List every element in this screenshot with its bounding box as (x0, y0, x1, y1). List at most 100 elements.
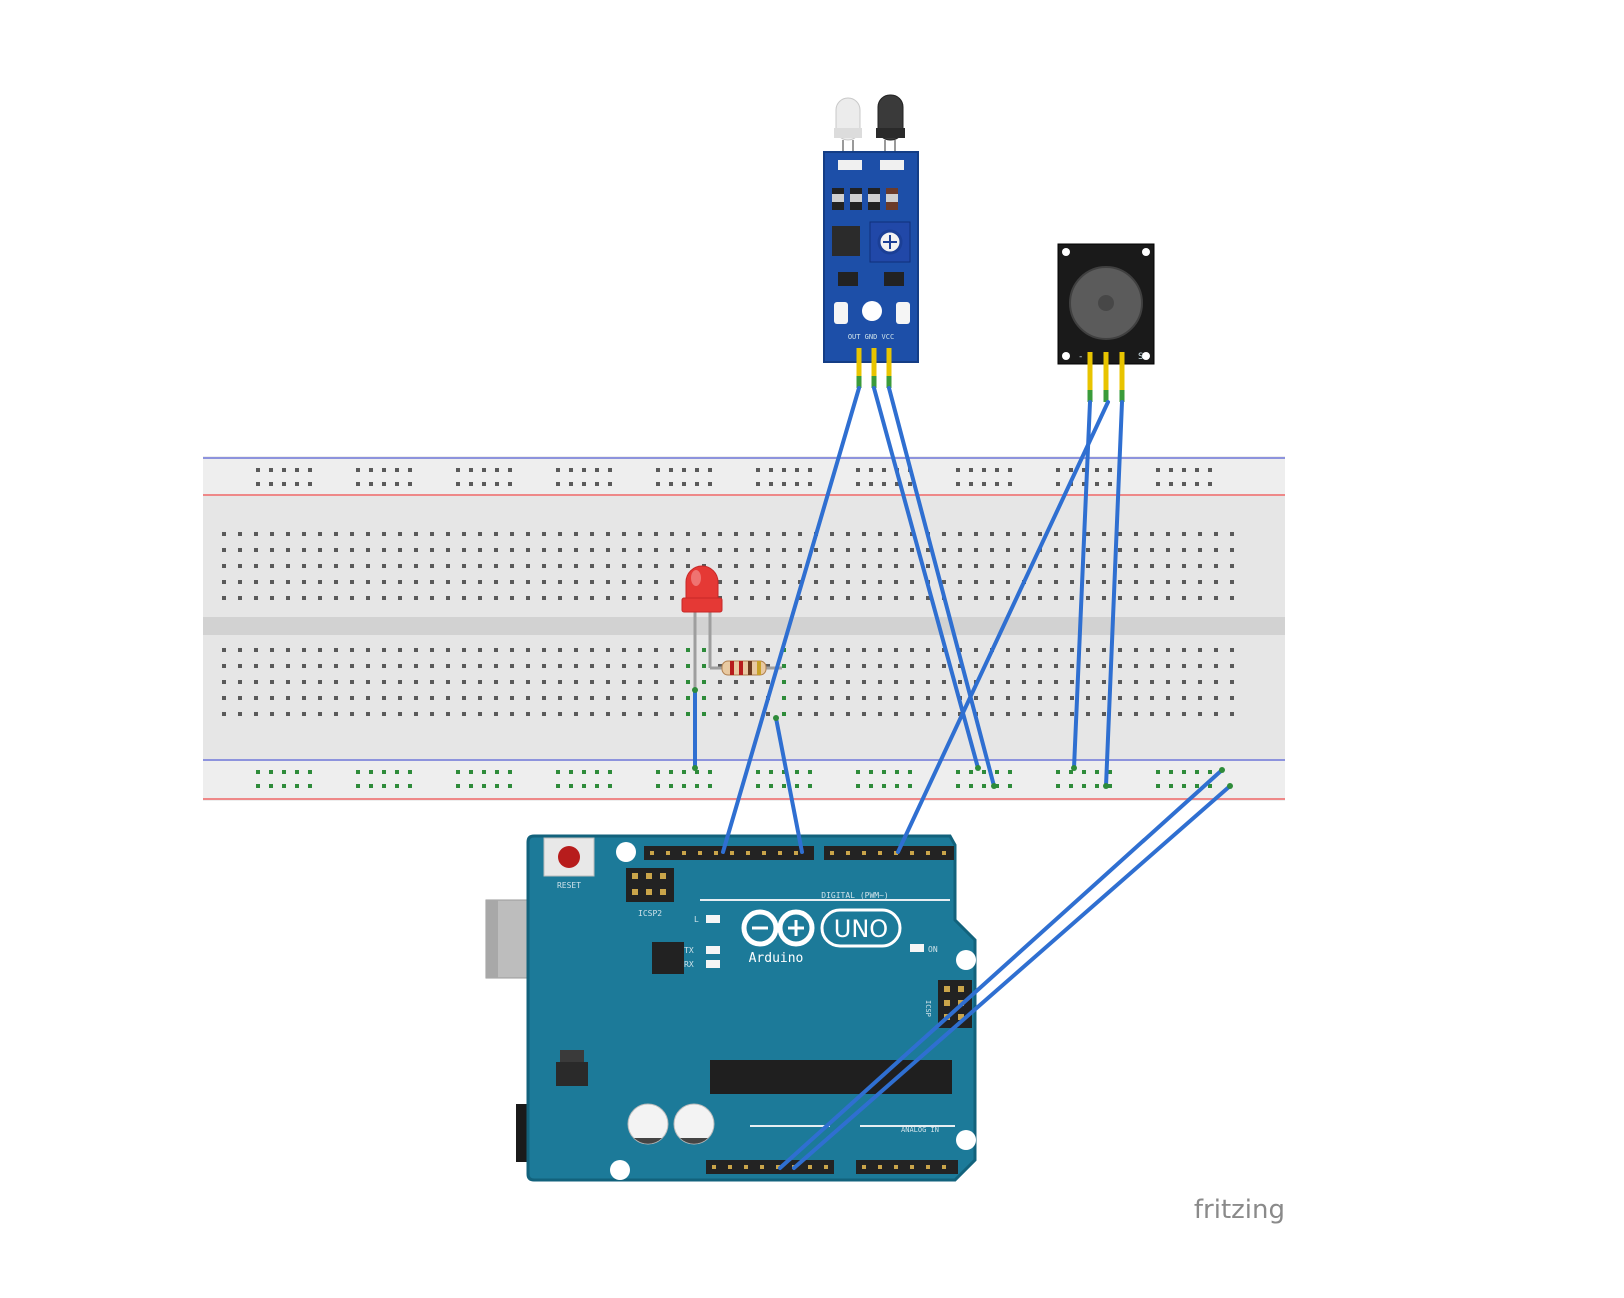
breadboard-hole (862, 664, 866, 668)
resistor (712, 660, 782, 676)
breadboard-hole (608, 468, 612, 472)
breadboard-hole (510, 712, 514, 716)
breadboard-hole (942, 664, 946, 668)
breadboard-hole (606, 564, 610, 568)
breadboard-hole (356, 770, 360, 774)
breadboard-hole (686, 648, 690, 652)
breadboard-hole (1102, 596, 1106, 600)
digital-header-left (644, 846, 814, 860)
buzzer-module: - S (1057, 243, 1155, 402)
wire-5v-to-arduino (792, 784, 1232, 1170)
breadboard-hole (795, 770, 799, 774)
breadboard-hole (286, 580, 290, 584)
breadboard-hole (1006, 680, 1010, 684)
breadboard-hole (334, 680, 338, 684)
breadboard-hole (869, 482, 873, 486)
breadboard-hole (446, 532, 450, 536)
breadboard-hole (638, 712, 642, 716)
breadboard-hole (254, 564, 258, 568)
breadboard-hole (350, 596, 354, 600)
breadboard-hole (494, 580, 498, 584)
breadboard-hole (398, 696, 402, 700)
breadboard-hole (910, 680, 914, 684)
breadboard-hole (1214, 664, 1218, 668)
breadboard-hole (686, 696, 690, 700)
breadboard-hole (846, 696, 850, 700)
led-dome (685, 565, 719, 601)
breadboard-hole (1169, 770, 1173, 774)
breadboard-hole (654, 580, 658, 584)
breadboard-hole (878, 648, 882, 652)
breadboard-hole (1086, 532, 1090, 536)
breadboard-hole (478, 596, 482, 600)
breadboard-hole (238, 596, 242, 600)
breadboard-hole (414, 548, 418, 552)
analog-header (856, 1160, 958, 1174)
breadboard-hole (590, 712, 594, 716)
breadboard-hole (590, 696, 594, 700)
atmega-chip (710, 1060, 952, 1094)
breadboard-hole (1134, 680, 1138, 684)
breadboard-hole (1118, 548, 1122, 552)
breadboard-hole (942, 564, 946, 568)
breadboard-hole (238, 648, 242, 652)
breadboard-hole (478, 548, 482, 552)
breadboard-hole (1022, 712, 1026, 716)
breadboard-hole (1022, 564, 1026, 568)
comparator-chip (832, 226, 860, 256)
breadboard-hole (1038, 664, 1042, 668)
breadboard-hole (542, 532, 546, 536)
breadboard-hole (982, 482, 986, 486)
breadboard-hole (814, 596, 818, 600)
breadboard-hole (1095, 784, 1099, 788)
breadboard-top-rail (203, 456, 1285, 496)
breadboard-hole (894, 564, 898, 568)
breadboard-hole (1054, 712, 1058, 716)
reset-label: RESET (557, 881, 581, 890)
breadboard-hole (508, 482, 512, 486)
breadboard-hole (366, 680, 370, 684)
breadboard-hole (862, 532, 866, 536)
breadboard-hole (846, 580, 850, 584)
breadboard-hole (478, 696, 482, 700)
breadboard-hole (708, 770, 712, 774)
breadboard-hole (708, 482, 712, 486)
breadboard-hole (686, 532, 690, 536)
breadboard-hole (622, 712, 626, 716)
breadboard-hole (334, 648, 338, 652)
breadboard-hole (1086, 580, 1090, 584)
breadboard-hole (882, 770, 886, 774)
breadboard-hole (1054, 564, 1058, 568)
breadboard-hole (366, 548, 370, 552)
breadboard-hole (1182, 680, 1186, 684)
breadboard-hole (910, 851, 914, 855)
breadboard-hole (654, 596, 658, 600)
breadboard-hole (670, 596, 674, 600)
breadboard-hole (1150, 548, 1154, 552)
breadboard-hole (574, 564, 578, 568)
breadboard-hole (608, 482, 612, 486)
breadboard-hole (670, 548, 674, 552)
breadboard-hole (382, 564, 386, 568)
breadboard-hole (894, 648, 898, 652)
breadboard-hole (1070, 580, 1074, 584)
breadboard-hole (1022, 696, 1026, 700)
breadboard-hole (1198, 564, 1202, 568)
breadboard-hole (495, 468, 499, 472)
breadboard-hole (830, 564, 834, 568)
breadboard-hole (1038, 712, 1042, 716)
breadboard-hole (478, 532, 482, 536)
breadboard-hole (1118, 664, 1122, 668)
breadboard-hole (798, 580, 802, 584)
breadboard-hole (526, 680, 530, 684)
breadboard-hole (622, 532, 626, 536)
breadboard-hole (369, 482, 373, 486)
breadboard-hole (1069, 784, 1073, 788)
breadboard-hole (1095, 770, 1099, 774)
breadboard-hole (1038, 596, 1042, 600)
breadboard-hole (830, 851, 834, 855)
breadboard-hole (1108, 468, 1112, 472)
breadboard-hole (956, 482, 960, 486)
breadboard-hole (1182, 482, 1186, 486)
breadboard-hole (814, 564, 818, 568)
